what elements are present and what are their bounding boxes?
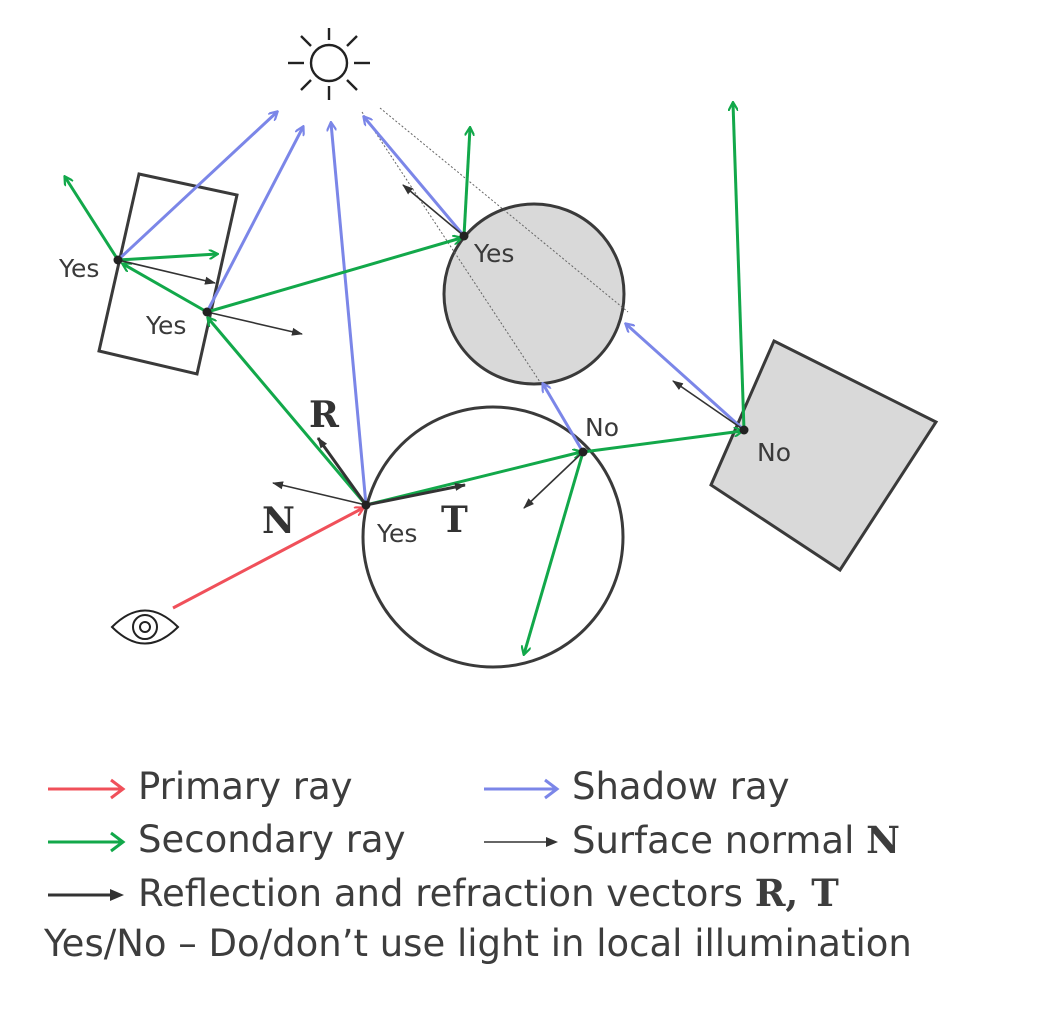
- legend-normal-symbol: N: [866, 818, 900, 862]
- legend-reflection-symbols: R, T: [754, 871, 839, 915]
- secondary-rays: [65, 103, 746, 654]
- secondary-ray: [582, 431, 742, 454]
- shadow-ray: [205, 127, 303, 313]
- shadow-ray: [543, 384, 585, 453]
- shadow-boundary-lines: [361, 107, 629, 383]
- shadow-rays: [116, 112, 746, 506]
- legend-secondary-label: Secondary ray: [138, 818, 406, 861]
- legend-normal-text: Surface normal: [572, 819, 867, 862]
- label-surface-normal: N: [262, 500, 295, 542]
- label-rect-top: Yes: [58, 254, 99, 283]
- secondary-ray: [365, 452, 581, 507]
- rectangle-object: [97, 172, 239, 376]
- ray-tracing-diagram: Yes Yes Yes Yes No No R N T: [58, 28, 939, 669]
- surface-normal: [272, 481, 367, 506]
- sun-icon: [288, 28, 370, 100]
- refraction-vector: [365, 483, 466, 507]
- thin-arrow-icon: [484, 837, 558, 847]
- legend-reflection-label: Reflection and refraction vectors R, T: [138, 871, 839, 915]
- legend-shadow-label: Shadow ray: [572, 765, 790, 808]
- label-clear-circle-entry: Yes: [376, 519, 417, 548]
- blue-arrow-icon: [484, 778, 560, 799]
- surface-normal: [523, 451, 584, 509]
- label-rect-bottom: Yes: [145, 311, 186, 340]
- secondary-ray: [208, 318, 368, 506]
- surface-normal: [672, 380, 745, 431]
- red-arrow-icon: [48, 778, 126, 799]
- legend-primary-label: Primary ray: [138, 765, 353, 808]
- primary-ray: [172, 508, 363, 610]
- thick-arrow-icon: [48, 889, 124, 901]
- secondary-ray: [123, 264, 208, 314]
- label-gray-box: No: [757, 438, 791, 467]
- secondary-ray: [524, 451, 585, 654]
- surface-normals: [117, 184, 745, 509]
- reflection-refraction-vectors: [316, 437, 466, 507]
- legend-reflection-text: Reflection and refraction vectors: [138, 872, 755, 915]
- legend-primary: Primary ray: [46, 765, 353, 808]
- green-arrow-icon: [48, 831, 126, 852]
- gray-box-object: [709, 338, 939, 573]
- legend-reflection: Reflection and refraction vectors R, T: [46, 871, 839, 915]
- secondary-ray: [462, 128, 470, 237]
- label-reflection-vector: R: [309, 394, 340, 436]
- secondary-ray: [117, 254, 217, 262]
- label-gray-circle: Yes: [473, 239, 514, 268]
- legend-secondary: Secondary ray: [46, 818, 406, 861]
- label-clear-circle-exit: No: [585, 413, 619, 442]
- shadow-ray: [331, 123, 368, 506]
- gray-circle-object: [442, 202, 626, 386]
- shadow-ray: [364, 117, 466, 237]
- legend-normal-label: Surface normal N: [572, 818, 900, 862]
- surface-normal: [206, 311, 303, 336]
- legend-normal: Surface normal N: [482, 818, 900, 862]
- secondary-ray: [733, 103, 746, 431]
- reflection-vector: [316, 437, 368, 506]
- shadow-ray: [626, 324, 746, 432]
- legend-note: Yes/No – Do/don’t use light in local ill…: [44, 922, 912, 965]
- surface-normal: [402, 184, 465, 237]
- label-refraction-vector: T: [441, 499, 468, 541]
- legend-shadow: Shadow ray: [482, 765, 790, 808]
- shadow-ray: [116, 112, 277, 262]
- hit-points: [113, 231, 749, 510]
- surface-normal: [117, 259, 216, 285]
- eye-icon: [110, 609, 180, 645]
- secondary-ray: [65, 177, 120, 261]
- clear-circle-object: [361, 405, 625, 669]
- secondary-ray: [206, 238, 461, 314]
